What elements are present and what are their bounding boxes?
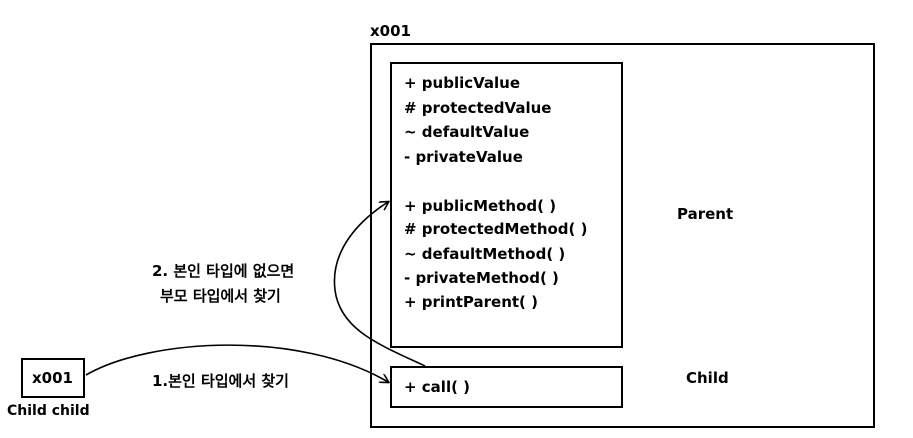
parent-method-0: + publicMethod( ) bbox=[404, 197, 557, 215]
parent-box: + publicValue # protectedValue ~ default… bbox=[390, 62, 623, 348]
child-method-0: + call( ) bbox=[404, 378, 471, 396]
child-box: + call( ) bbox=[390, 366, 623, 408]
reference-box: x001 bbox=[21, 358, 85, 398]
parent-method-1: # protectedMethod( ) bbox=[404, 220, 588, 238]
step1-label: 1.본인 타입에서 찾기 bbox=[152, 372, 289, 390]
parent-field-3: - privateValue bbox=[404, 148, 523, 166]
reference-variable-label: Child child bbox=[7, 403, 90, 419]
reference-value: x001 bbox=[32, 369, 73, 387]
parent-method-3: - privateMethod( ) bbox=[404, 269, 559, 287]
step1-arrow bbox=[85, 344, 388, 382]
parent-field-2: ~ defaultValue bbox=[404, 123, 530, 141]
parent-field-0: + publicValue bbox=[404, 74, 521, 92]
instance-address-label: x001 bbox=[370, 22, 411, 40]
parent-method-2: ~ defaultMethod( ) bbox=[404, 245, 566, 263]
parent-label: Parent bbox=[677, 205, 734, 223]
child-label: Child bbox=[686, 369, 729, 387]
step2-arrow bbox=[333, 202, 426, 367]
step2-label-line2: 부모 타입에서 찾기 bbox=[160, 287, 281, 305]
step2-label-line1: 2. 본인 타입에 없으면 bbox=[152, 262, 295, 280]
parent-field-1: # protectedValue bbox=[404, 99, 552, 117]
parent-method-4: + printParent( ) bbox=[404, 293, 538, 311]
instance-box bbox=[370, 43, 875, 428]
